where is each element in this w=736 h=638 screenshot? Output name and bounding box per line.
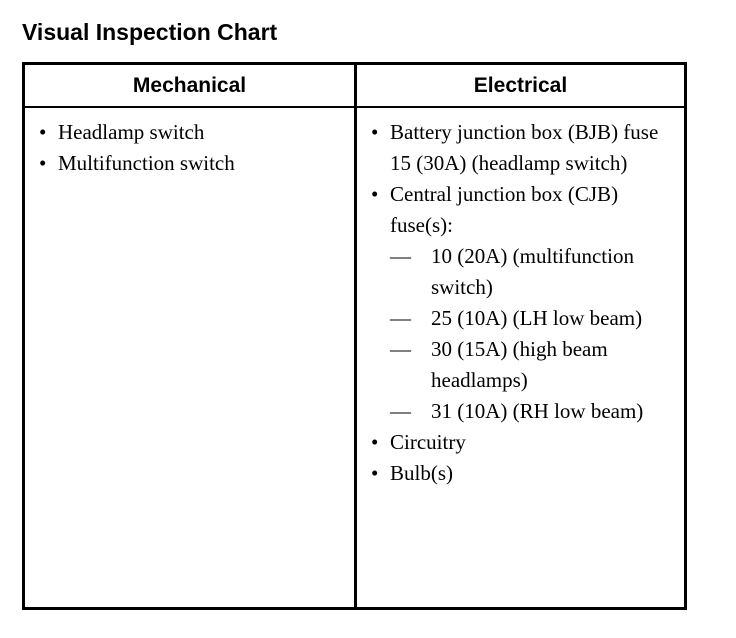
list-item-label: Circuitry (390, 430, 466, 454)
list-item-label: Headlamp switch (58, 120, 205, 144)
sub-list-item: — 31 (10A) (RH low beam) (390, 396, 684, 427)
bullet-icon: • (371, 120, 379, 144)
mechanical-list: • Headlamp switch • Multifunction switch (36, 117, 354, 179)
list-item: • Central junction box (CJB) fuse(s): — … (368, 179, 684, 427)
table-header-row: Mechanical Electrical (25, 65, 684, 106)
sub-list-item-label: 10 (20A) (multifunction switch) (431, 244, 634, 299)
bullet-icon: • (39, 151, 47, 175)
list-item-label: Bulb(s) (390, 461, 453, 485)
column-divider (354, 65, 357, 607)
list-item-label: Central junction box (CJB) fuse(s): (390, 182, 619, 237)
sub-list-item: — 10 (20A) (multifunction switch) (390, 241, 684, 303)
list-item: • Battery junction box (BJB) fuse 15 (30… (368, 117, 684, 179)
sub-list-item: — 30 (15A) (high beam headlamps) (390, 334, 684, 396)
cjb-fuse-sublist: — 10 (20A) (multifunction switch) — 25 (… (390, 241, 684, 427)
sub-list-item-label: 25 (10A) (LH low beam) (431, 306, 643, 330)
bullet-icon: • (371, 461, 379, 485)
sub-list-item-label: 30 (15A) (high beam headlamps) (431, 337, 608, 392)
em-dash-icon: — (390, 244, 411, 268)
bullet-icon: • (371, 430, 379, 454)
em-dash-icon: — (390, 399, 411, 423)
visual-inspection-table: Mechanical Electrical • Headlamp switch … (22, 62, 687, 610)
cell-electrical: • Battery junction box (BJB) fuse 15 (30… (357, 108, 684, 607)
em-dash-icon: — (390, 337, 411, 361)
column-header-electrical: Electrical (473, 73, 568, 97)
header-divider (25, 106, 684, 108)
column-header-mechanical: Mechanical (132, 73, 247, 97)
list-item: • Circuitry (368, 427, 684, 458)
list-item: • Multifunction switch (36, 148, 354, 179)
electrical-list: • Battery junction box (BJB) fuse 15 (30… (368, 117, 684, 489)
list-item: • Headlamp switch (36, 117, 354, 148)
cell-mechanical: • Headlamp switch • Multifunction switch (25, 108, 354, 607)
table-body-row: • Headlamp switch • Multifunction switch… (25, 108, 684, 607)
list-item-label: Multifunction switch (58, 151, 235, 175)
bullet-icon: • (371, 182, 379, 206)
em-dash-icon: — (390, 306, 411, 330)
sub-list-item-label: 31 (10A) (RH low beam) (431, 399, 644, 423)
sub-list-item: — 25 (10A) (LH low beam) (390, 303, 684, 334)
page-title: Visual Inspection Chart (22, 19, 278, 45)
list-item: • Bulb(s) (368, 458, 684, 489)
bullet-icon: • (39, 120, 47, 144)
list-item-label: Battery junction box (BJB) fuse 15 (30A)… (390, 120, 659, 175)
